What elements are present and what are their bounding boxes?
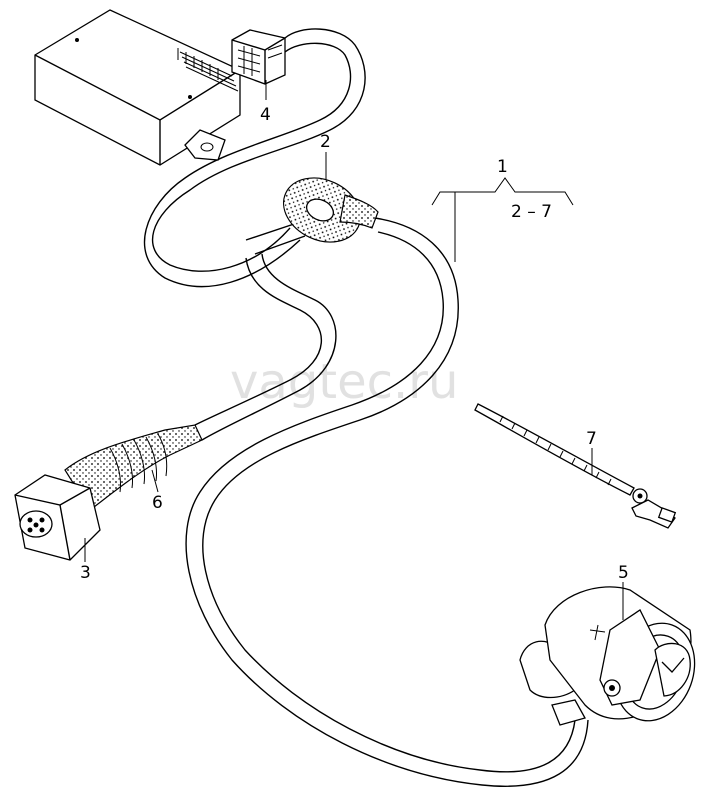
callout-1: 1 [497,157,508,177]
callout-leaders [84,80,624,620]
main-cable-to-socket [185,217,589,787]
harness-loop-cable [143,28,366,288]
callout-2: 2 [320,132,331,152]
connector-4 [231,29,286,85]
branch-cable-to-connector-3 [194,253,337,441]
callout-3: 3 [80,563,91,583]
connector-3 [14,424,203,561]
cable-tie-7 [474,403,677,529]
callout-5: 5 [618,563,629,583]
callout-6: 6 [152,493,163,513]
grommet-2 [282,177,379,243]
callout-1-range: 2 – 7 [511,202,552,222]
callout-4: 4 [260,105,271,125]
trailer-control-unit [34,9,241,166]
callout-7: 7 [586,429,597,449]
watermark-text: vagtec.ru [230,354,458,410]
trailer-socket-5 [519,586,696,726]
